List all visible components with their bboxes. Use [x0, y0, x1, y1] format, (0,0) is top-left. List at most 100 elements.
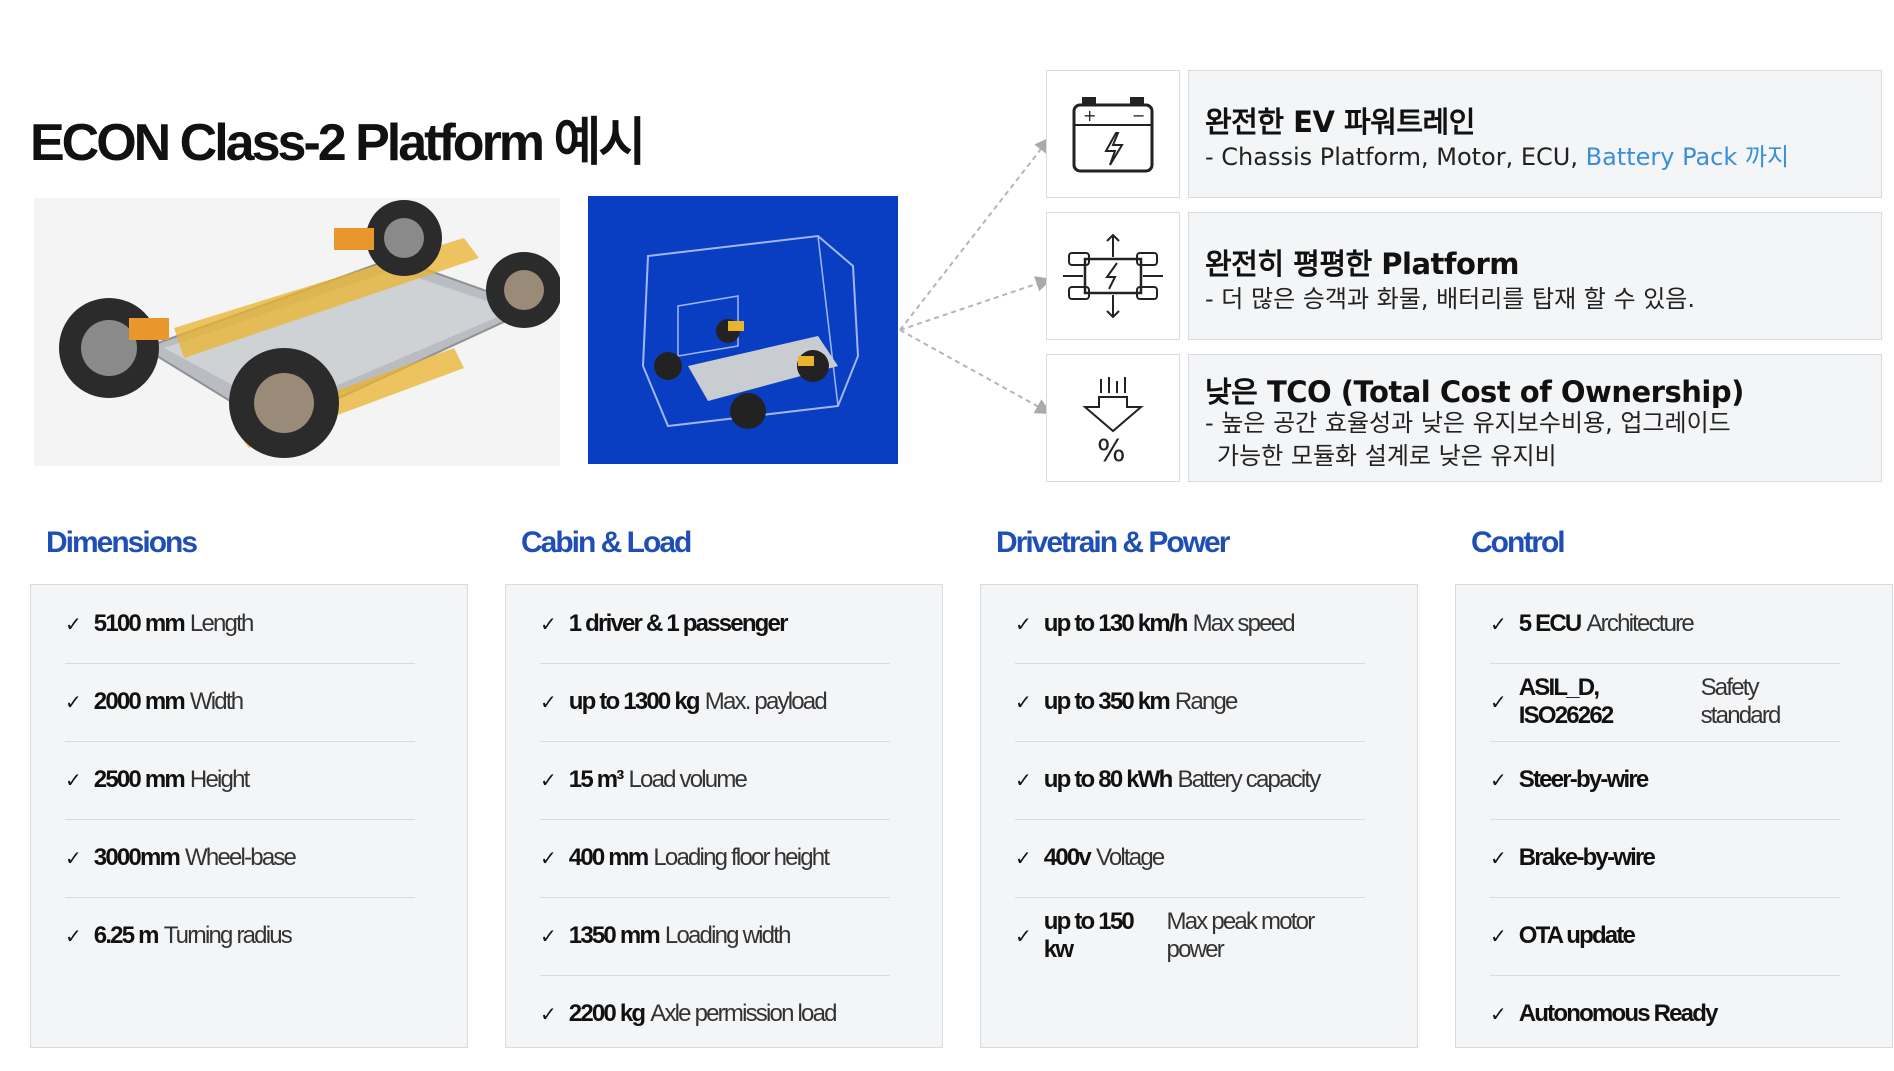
spec-value: 5 ECU [1518, 610, 1582, 637]
spec-heading-drivetrain-power: Drivetrain & Power [996, 526, 1230, 559]
check-icon: ✓ [1490, 690, 1507, 714]
svg-text:%: % [1097, 434, 1126, 463]
spec-label: Wheel-base [185, 844, 297, 871]
spec-item: ✓OTA update [1490, 897, 1840, 976]
page-title: ECON Class-2 Platform 예시 [30, 114, 646, 172]
spec-item: ✓ Brake-by-wire [1490, 819, 1840, 898]
check-icon: ✓ [540, 612, 557, 636]
spec-value: 2200 kg [568, 1000, 646, 1027]
spec-label: Max speed [1192, 610, 1296, 637]
van-wireframe-image [588, 196, 898, 464]
check-icon: ✓ [65, 690, 82, 714]
check-icon: ✓ [1015, 924, 1032, 948]
spec-value: 400v [1043, 844, 1092, 871]
check-icon: ✓ [540, 846, 557, 870]
check-icon: ✓ [540, 690, 557, 714]
spec-value: up to 150 kw [1043, 908, 1135, 963]
svg-text:+: + [1083, 106, 1096, 125]
spec-heading-control: Control [1471, 526, 1566, 559]
check-icon: ✓ [65, 612, 82, 636]
spec-value: 1350 mm [568, 922, 661, 949]
spec-value: 3000mm [93, 844, 181, 871]
spec-value: 6.25 m [93, 922, 160, 949]
feature-flat-platform-text: 완전히 평평한 Platform - 더 많은 승객과 화물, 배터리를 탑재 … [1188, 212, 1882, 340]
spec-value: up to 1300 kg [568, 688, 701, 715]
feature-powertrain-text: 완전한 EV 파워트레인 - Chassis Platform, Motor, … [1188, 70, 1882, 198]
check-icon: ✓ [65, 924, 82, 948]
spec-label: Max peak motor power [1166, 908, 1316, 963]
check-icon: ✓ [65, 768, 82, 792]
spec-item: ✓ 1 driver & 1 passenger [540, 585, 890, 664]
spec-heading-dimensions: Dimensions [46, 526, 198, 559]
feature-flat-platform: 완전히 평평한 Platform - 더 많은 승객과 화물, 배터리를 탑재 … [1046, 212, 1882, 340]
spec-value: 5100 mm [93, 610, 186, 637]
battery-icon: + − [1046, 70, 1180, 198]
spec-item: ✓ up to 150 kw Max peak motor power [1015, 897, 1365, 975]
check-icon: ✓ [1490, 1002, 1507, 1026]
spec-value: 2500 mm [93, 766, 186, 793]
spec-value: 2000 mm [93, 688, 186, 715]
spec-value: Brake-by-wire [1518, 844, 1656, 871]
spec-label: Axle permission load [650, 1000, 837, 1027]
feature-description: - 더 많은 승객과 화물, 배터리를 탑재 할 수 있음. [1205, 285, 1696, 313]
check-icon: ✓ [1015, 612, 1032, 636]
spec-label: Load volume [628, 766, 747, 793]
spec-value: 1 driver & 1 passenger [568, 610, 789, 637]
spec-item: ✓Steer-by-wire [1490, 741, 1840, 820]
check-icon: ✓ [1490, 612, 1507, 636]
feature-description: - Chassis Platform, Motor, ECU, Battery … [1205, 143, 1790, 171]
check-icon: ✓ [65, 846, 82, 870]
check-icon: ✓ [540, 1002, 557, 1026]
feature-low-tco: % 낮은 TCO (Total Cost of Ownership) - 높은 … [1046, 354, 1882, 482]
check-icon: ✓ [540, 768, 557, 792]
svg-text:−: − [1132, 106, 1145, 125]
flat-platform-icon [1046, 212, 1180, 340]
feature-low-tco-text: 낮은 TCO (Total Cost of Ownership) - 높은 공간… [1188, 354, 1882, 482]
spec-value: up to 80 kWh [1043, 766, 1174, 793]
spec-value: Steer-by-wire [1518, 766, 1649, 793]
spec-label: Height [189, 766, 250, 793]
check-icon: ✓ [1490, 924, 1507, 948]
spec-value: up to 130 km/h [1043, 610, 1189, 637]
feature-title: 완전히 평평한 Platform [1205, 247, 1519, 281]
feature-description: - 높은 공간 효율성과 낮은 유지보수비용, 업그레이드 가능한 모듈화 설계… [1205, 409, 1731, 470]
spec-label: Loading floor height [653, 844, 830, 871]
spec-label: Max. payload [704, 688, 828, 715]
check-icon: ✓ [1015, 690, 1032, 714]
check-icon: ✓ [1015, 768, 1032, 792]
check-icon: ✓ [1490, 846, 1507, 870]
spec-label: Turning radius [163, 922, 293, 949]
check-icon: ✓ [540, 924, 557, 948]
spec-label: Safety standard [1700, 674, 1782, 729]
spec-value: Autonomous Ready [1518, 1000, 1719, 1027]
spec-label: Loading width [664, 922, 792, 949]
spec-label: Width [189, 688, 244, 715]
chassis-image [34, 198, 562, 466]
connector-arrows [899, 136, 1052, 414]
spec-heading-cabin-load: Cabin & Load [521, 526, 692, 559]
feature-title: 완전한 EV 파워트레인 [1205, 105, 1475, 139]
spec-value: ASIL_D, ISO26262 [1518, 674, 1614, 729]
spec-label: Battery capacity [1177, 766, 1322, 793]
spec-item: ✓ ASIL_D, ISO26262 Safety standard [1490, 663, 1840, 742]
check-icon: ✓ [1015, 846, 1032, 870]
spec-label: Voltage [1095, 844, 1165, 871]
